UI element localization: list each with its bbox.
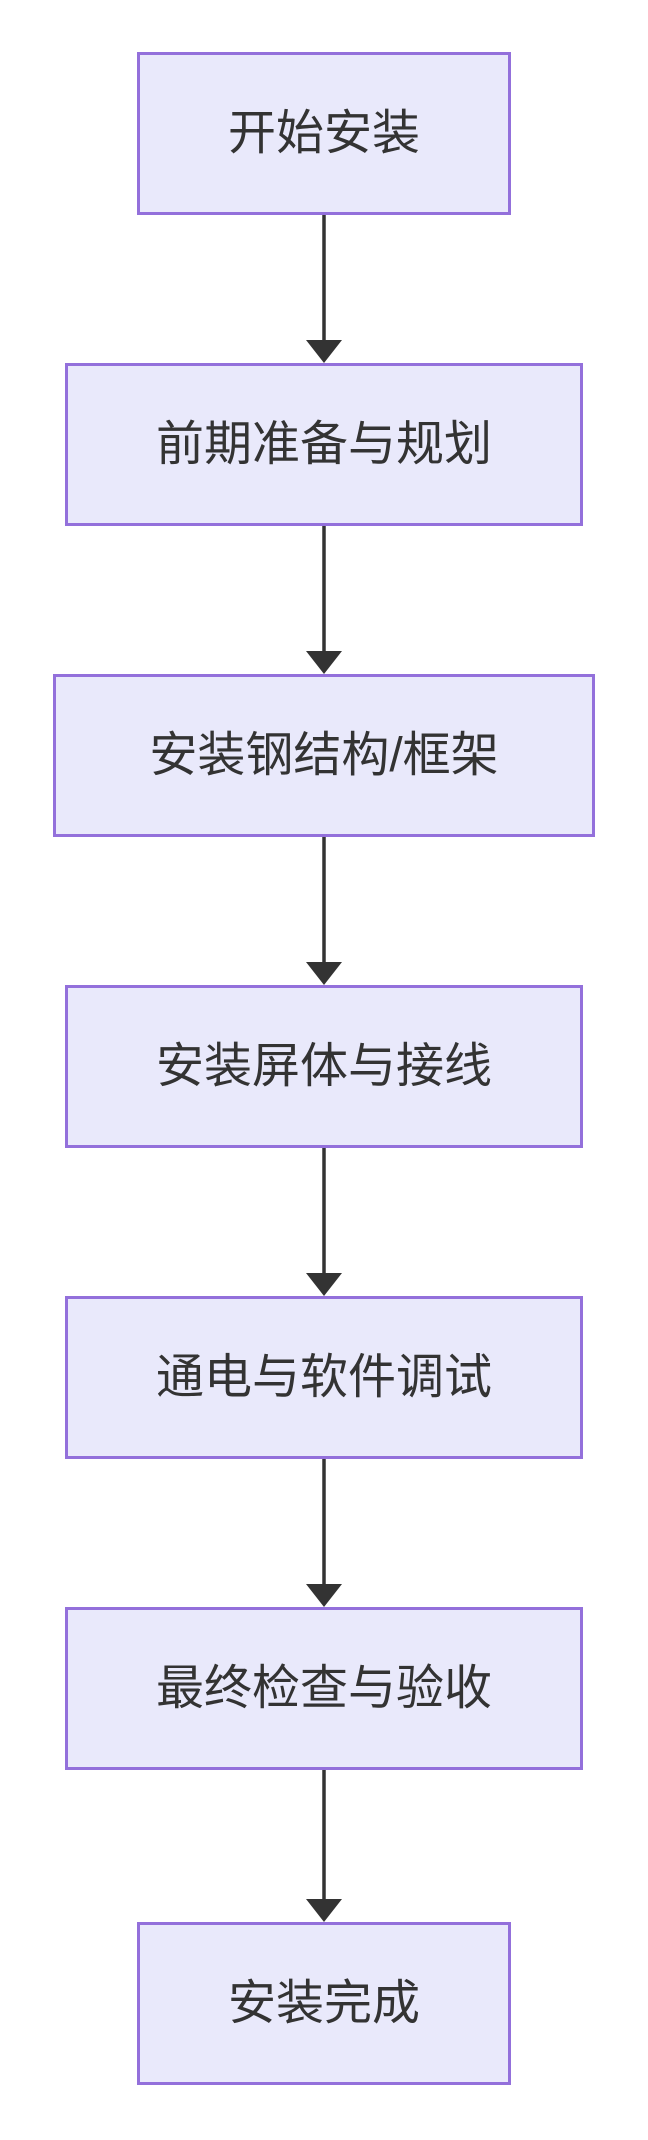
flow-node-prep: 前期准备与规划 bbox=[65, 363, 583, 526]
flow-node-steel: 安装钢结构/框架 bbox=[53, 674, 595, 837]
flow-arrow-steel-panel bbox=[306, 837, 342, 985]
flow-node-panel-label: 安装屏体与接线 bbox=[155, 1039, 492, 1093]
flow-arrow-debug-check bbox=[306, 1459, 342, 1607]
flow-node-done: 安装完成 bbox=[137, 1922, 511, 2085]
flow-node-debug-label: 通电与软件调试 bbox=[155, 1350, 492, 1404]
flow-node-start: 开始安装 bbox=[137, 52, 511, 215]
flow-node-check-label: 最终检查与验收 bbox=[155, 1661, 492, 1715]
flow-node-start-label: 开始安装 bbox=[227, 106, 420, 160]
flow-node-panel: 安装屏体与接线 bbox=[65, 985, 583, 1148]
flow-node-debug: 通电与软件调试 bbox=[65, 1296, 583, 1459]
flow-arrow-panel-debug bbox=[306, 1148, 342, 1296]
flow-node-done-label: 安装完成 bbox=[227, 1976, 420, 2030]
flow-node-prep-label: 前期准备与规划 bbox=[155, 417, 492, 471]
flow-arrow-check-done bbox=[306, 1770, 342, 1922]
flow-node-check: 最终检查与验收 bbox=[65, 1607, 583, 1770]
flow-arrow-start-prep bbox=[306, 215, 342, 363]
flow-node-steel-label: 安装钢结构/框架 bbox=[149, 728, 499, 782]
flow-arrow-prep-steel bbox=[306, 526, 342, 674]
